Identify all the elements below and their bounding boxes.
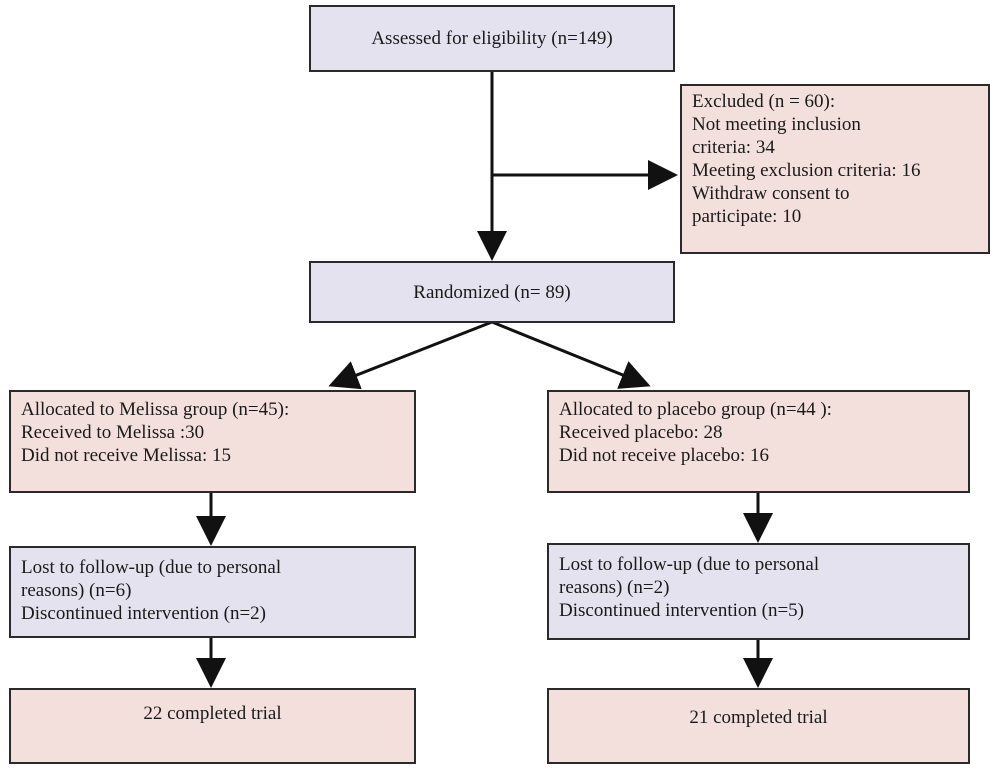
excluded-line: Withdraw consent to [692,183,850,204]
assessed-box: Assessed for eligibility (n=149) [309,5,675,72]
melissa-allocation-box: Allocated to Melissa group (n=45): Recei… [9,390,416,493]
melissa-completed-label: 22 completed trial [143,703,282,724]
placebo-allocation-box: Allocated to placebo group (n=44 ): Rece… [547,390,970,493]
excluded-line: Not meeting inclusion [692,114,861,135]
melissa-allocation-line: Allocated to Melissa group (n=45): [21,399,290,420]
melissa-completed-box: 22 completed trial [9,688,416,764]
melissa-followup-line: reasons) (n=6) [21,580,132,601]
excluded-box: Excluded (n = 60): Not meeting inclusion… [680,84,990,254]
randomized-label: Randomized (n= 89) [413,281,571,303]
melissa-followup-line: Discontinued intervention (n=2) [21,603,266,624]
placebo-completed-label: 21 completed trial [689,707,828,728]
assessed-label: Assessed for eligibility (n=149) [371,28,613,49]
melissa-allocation-line: Did not receive Melissa: 15 [21,445,232,466]
excluded-line: participate: 10 [692,206,802,227]
placebo-completed-box: 21 completed trial [547,688,970,764]
placebo-followup-line: Discontinued intervention (n=5) [559,600,804,621]
placebo-allocation-line: Did not receive placebo: 16 [559,445,769,466]
arrow-randomized-to-melissa [328,320,493,390]
placebo-followup-box: Lost to follow-up (due to personal reaso… [547,543,970,640]
placebo-allocation-line: Received placebo: 28 [559,422,723,443]
melissa-allocation-line: Received to Melissa :30 [21,422,205,443]
excluded-line: Excluded (n = 60): [692,91,836,112]
randomized-box: Randomized (n= 89) [309,261,675,323]
melissa-followup-box: Lost to follow-up (due to personal reaso… [9,546,416,638]
excluded-line: criteria: 34 [692,137,775,158]
placebo-followup-line: Lost to follow-up (due to personal [559,554,820,575]
melissa-followup-line: Lost to follow-up (due to personal [21,557,282,578]
placebo-followup-line: reasons) (n=2) [559,577,670,598]
excluded-line: Meeting exclusion criteria: 16 [692,160,921,181]
arrow-randomized-to-placebo [491,320,651,389]
placebo-allocation-line: Allocated to placebo group (n=44 ): [559,399,832,420]
